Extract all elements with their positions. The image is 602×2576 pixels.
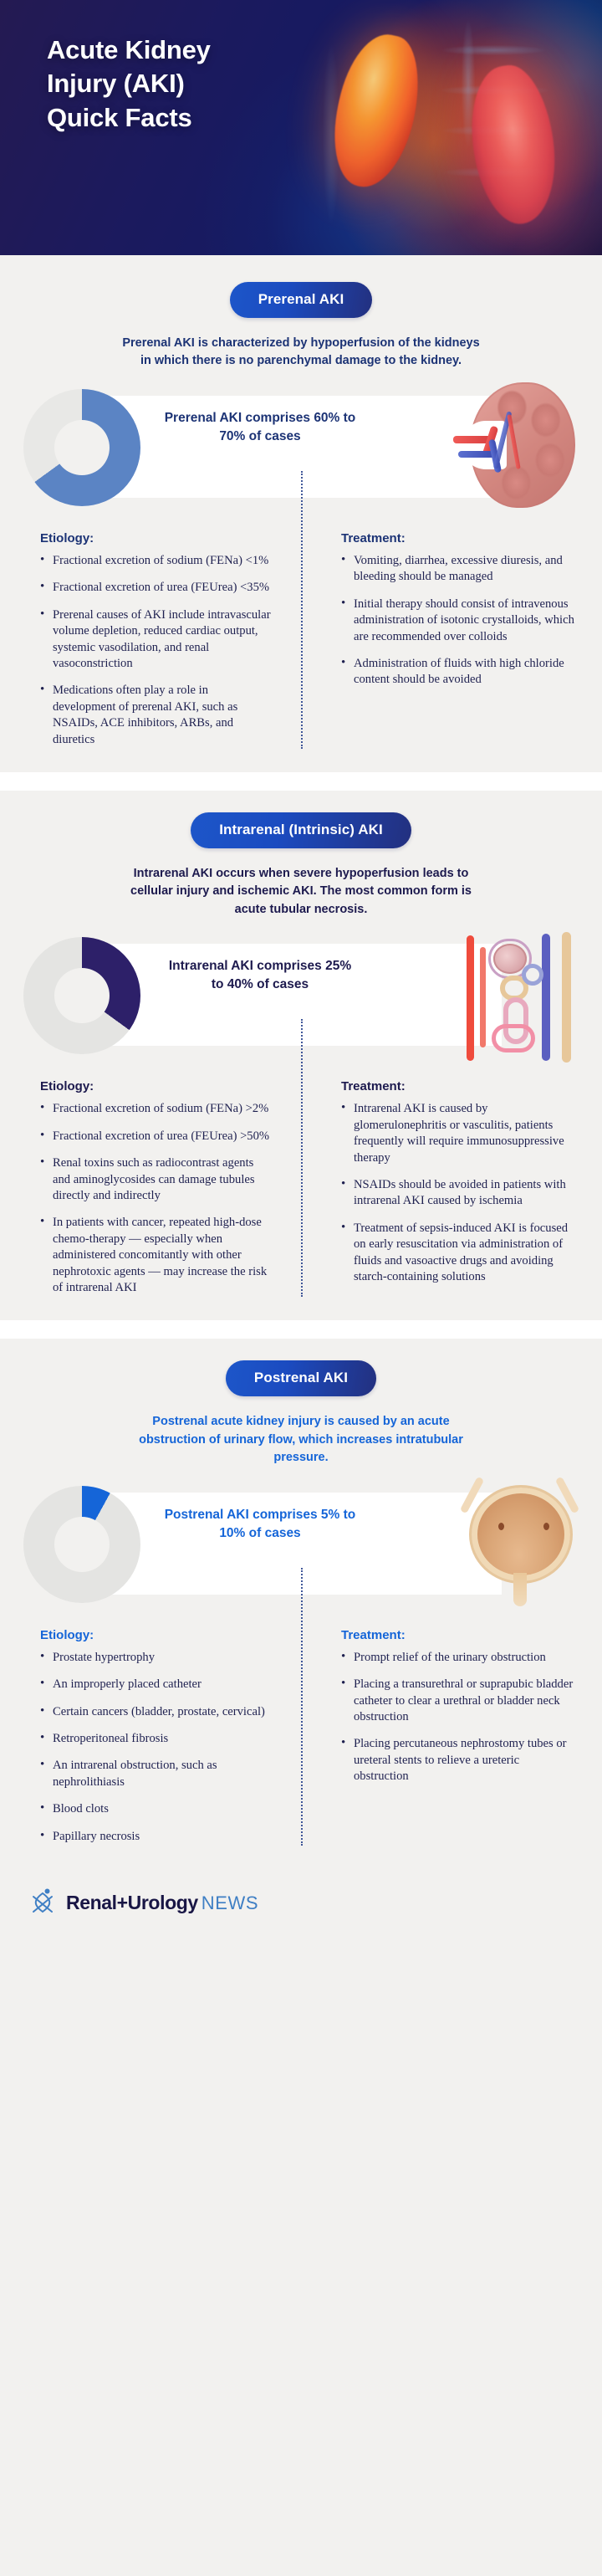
renal-urology-logo-icon [30, 1886, 59, 1919]
column-divider-postrenal [301, 1567, 303, 1846]
section-gap-1 [0, 771, 602, 791]
page-title-line-1: Acute Kidney [47, 35, 211, 64]
list-item: Papillary necrosis [40, 1828, 273, 1845]
list-item: Intrarenal AKI is caused by glomerulonep… [341, 1100, 577, 1166]
list-item: Prompt relief of the urinary obstruction [341, 1649, 577, 1666]
bladder-illustration [450, 1474, 587, 1613]
hero-kidney-left-icon [322, 27, 431, 195]
section-badge-prerenal[interactable]: Prerenal AKI [229, 282, 373, 318]
list-item: Retroperitoneal fibrosis [40, 1730, 273, 1747]
section-badge-postrenal[interactable]: Postrenal AKI [225, 1360, 377, 1397]
columns-intrarenal: Etiology: Fractional excretion of sodium… [0, 1019, 602, 1307]
renal-vein-icon [542, 934, 550, 1062]
list-item: Administration of fluids with high chlor… [341, 655, 577, 689]
list-item: NSAIDs should be avoided in patients wit… [341, 1176, 577, 1210]
list-item: Fractional excretion of sodium (FENa) <1… [40, 552, 273, 569]
list-item: An improperly placed catheter [40, 1676, 273, 1693]
stat-text-postrenal: Postrenal AKI comprises 5% to 10% of cas… [164, 1507, 356, 1540]
section-intro-postrenal: Postrenal acute kidney injury is caused … [139, 1415, 463, 1465]
peritubular-capillary-icon [492, 1024, 535, 1053]
list-item: Fractional excretion of urea (FEUrea) >5… [40, 1128, 273, 1145]
distal-tubule-icon [522, 964, 543, 986]
section-intrarenal: Intrarenal (Intrinsic) AKI Intrarenal AK… [0, 790, 602, 1321]
badge-wrap-prerenal: Prerenal AKI [0, 282, 602, 318]
list-item: Certain cancers (bladder, prostate, cerv… [40, 1703, 273, 1720]
donut-chart-postrenal [23, 1485, 140, 1603]
hero-banner: Acute Kidney Injury (AKI) Quick Facts [0, 0, 602, 255]
column-divider-prerenal [301, 470, 303, 749]
treatment-list-intrarenal: Intrarenal AKI is caused by glomerulonep… [341, 1100, 577, 1286]
list-item: Initial therapy should consist of intrav… [341, 596, 577, 645]
treatment-heading-postrenal: Treatment: [341, 1627, 406, 1642]
etiology-column-intrarenal: Etiology: Fractional excretion of sodium… [0, 1079, 301, 1307]
list-item: In patients with cancer, repeated high-d… [40, 1214, 273, 1296]
page-title: Acute Kidney Injury (AKI) Quick Facts [47, 33, 323, 135]
renal-vein-icon [458, 450, 497, 458]
donut-chart-prerenal [23, 388, 140, 506]
list-item: Placing a transurethral or suprapubic bl… [341, 1676, 577, 1725]
etiology-list-intrarenal: Fractional excretion of sodium (FENa) >2… [40, 1100, 273, 1296]
etiology-column-prerenal: Etiology: Fractional excretion of sodium… [0, 531, 301, 759]
etiology-heading-intrarenal: Etiology: [40, 1079, 94, 1094]
list-item: An intrarenal obstruction, such as nephr… [40, 1757, 273, 1790]
treatment-column-prerenal: Treatment: Vomiting, diarrhea, excessive… [301, 531, 602, 759]
columns-prerenal: Etiology: Fractional excretion of sodium… [0, 470, 602, 759]
loop-of-henle-icon [503, 997, 528, 1045]
treatment-heading-prerenal: Treatment: [341, 530, 406, 545]
footer-brand-suffix: NEWS [201, 1892, 259, 1913]
treatment-list-postrenal: Prompt relief of the urinary obstruction… [341, 1649, 577, 1785]
renal-artery-icon [453, 435, 493, 443]
list-item: Renal toxins such as radiocontrast agent… [40, 1155, 273, 1204]
list-item: Treatment of sepsis-induced AKI is focus… [341, 1220, 577, 1286]
hero-kidney-right-icon [462, 60, 564, 229]
page-title-line-3: Quick Facts [47, 102, 192, 132]
stat-row-prerenal: Prerenal AKI comprises 60% to 70% of cas… [0, 382, 602, 510]
list-item: Blood clots [40, 1800, 273, 1817]
etiology-heading-postrenal: Etiology: [40, 1627, 94, 1642]
treatment-column-intrarenal: Treatment: Intrarenal AKI is caused by g… [301, 1079, 602, 1307]
kidney-cross-section-illustration [450, 377, 587, 516]
list-item: Fractional excretion of urea (FEUrea) <3… [40, 579, 273, 596]
treatment-column-postrenal: Treatment: Prompt relief of the urinary … [301, 1628, 602, 1856]
afferent-arteriole-icon [467, 935, 474, 1062]
list-item: Fractional excretion of sodium (FENa) >2… [40, 1100, 273, 1117]
collecting-duct-icon [562, 932, 571, 1063]
section-prerenal: Prerenal AKI Prerenal AKI is characteriz… [0, 255, 602, 772]
etiology-heading-prerenal: Etiology: [40, 530, 94, 545]
etiology-list-postrenal: Prostate hypertrophy An improperly place… [40, 1649, 273, 1845]
badge-wrap-intrarenal: Intrarenal (Intrinsic) AKI [0, 812, 602, 848]
list-item: Medications often play a role in develop… [40, 682, 273, 748]
badge-wrap-postrenal: Postrenal AKI [0, 1360, 602, 1397]
page-title-line-2: Injury (AKI) [47, 69, 185, 99]
section-intro-intrarenal: Intrarenal AKI occurs when severe hypope… [130, 866, 472, 916]
urethra-icon [513, 1572, 527, 1606]
treatment-heading-intrarenal: Treatment: [341, 1079, 406, 1094]
list-item: Prerenal causes of AKI include intravasc… [40, 607, 273, 673]
stat-row-intrarenal: Intrarenal AKI comprises 25% to 40% of c… [0, 932, 602, 1063]
columns-postrenal: Etiology: Prostate hypertrophy An improp… [0, 1567, 602, 1856]
treatment-list-prerenal: Vomiting, diarrhea, excessive diuresis, … [341, 552, 577, 689]
section-badge-intrarenal[interactable]: Intrarenal (Intrinsic) AKI [191, 812, 411, 848]
footer-brand-name: Renal+Urology [66, 1891, 198, 1913]
bladder-icon [472, 1487, 570, 1581]
nephron-diagram-illustration [450, 925, 587, 1064]
etiology-list-prerenal: Fractional excretion of sodium (FENa) <1… [40, 552, 273, 748]
donut-chart-intrarenal [23, 937, 140, 1055]
stat-text-prerenal: Prerenal AKI comprises 60% to 70% of cas… [164, 410, 356, 443]
ureteric-orifice-right-icon [543, 1522, 549, 1530]
section-postrenal: Postrenal AKI Postrenal acute kidney inj… [0, 1339, 602, 1864]
etiology-column-postrenal: Etiology: Prostate hypertrophy An improp… [0, 1628, 301, 1856]
list-item: Vomiting, diarrhea, excessive diuresis, … [341, 552, 577, 586]
section-intro-prerenal: Prerenal AKI is characterized by hypoper… [122, 336, 480, 368]
ureteric-orifice-left-icon [498, 1522, 504, 1530]
list-item: Prostate hypertrophy [40, 1649, 273, 1666]
column-divider-intrarenal [301, 1019, 303, 1298]
nephron-icon [455, 925, 587, 1064]
section-gap-2 [0, 1320, 602, 1339]
efferent-arteriole-icon [480, 947, 486, 1048]
stat-text-intrarenal: Intrarenal AKI comprises 25% to 40% of c… [168, 959, 352, 992]
list-item: Placing percutaneous nephrostomy tubes o… [341, 1735, 577, 1785]
